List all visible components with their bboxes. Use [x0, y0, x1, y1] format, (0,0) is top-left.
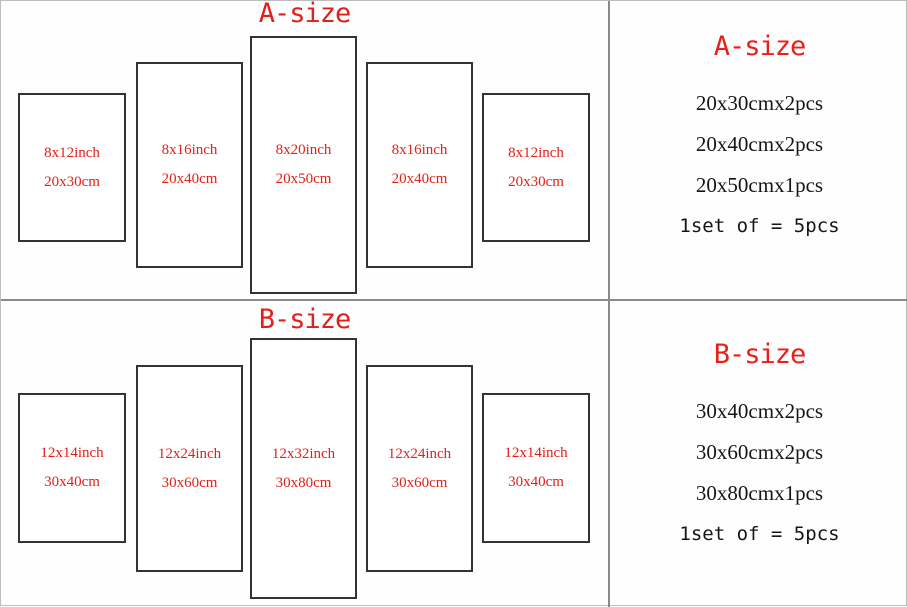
panel-size-line: 30x60cmx2pcs — [695, 440, 824, 464]
panel-b-size: B-size 30x40cmx2pcs 30x60cmx2pcs 30x80cmx1… — [610, 301, 907, 607]
panel-total-line: 1set of = 5pcs — [679, 523, 840, 545]
panel-size-line: 20x50cmx1pcs — [695, 173, 824, 197]
panel-size-line: 30x80cmx1pcs — [695, 481, 824, 505]
canvas-frame: 8x20inch 20x50cm — [250, 36, 357, 294]
section-a-title: A-size — [258, 0, 352, 29]
panel-size-line: 30x40cmx2pcs — [695, 399, 824, 423]
canvas-frame: 8x16inch 20x40cm — [366, 62, 473, 268]
frame-label-inch: 8x16inch — [391, 142, 448, 158]
frame-label-inch: 12x24inch — [157, 445, 222, 462]
canvas-frame: 8x12inch 20x30cm — [482, 93, 590, 242]
frame-label-cm: 30x40cm — [508, 474, 564, 490]
frame-label-cm: 30x60cm — [161, 474, 218, 491]
panel-size-line: 20x30cmx2pcs — [695, 91, 824, 115]
frame-label-cm: 30x40cm — [44, 474, 100, 490]
panel-a-lines: 20x30cmx2pcs 20x40cmx2pcs 20x50cmx1pcs 1set… — [610, 83, 907, 247]
panel-a-size: A-size 20x30cmx2pcs 20x40cmx2pcs 20x50cmx1… — [610, 1, 907, 299]
canvas-frame: 12x32inch 30x80cm — [250, 338, 357, 599]
frame-label-cm: 20x30cm — [508, 173, 564, 190]
frame-label-inch: 8x12inch — [44, 144, 100, 161]
section-a-size: A-size 8x12inch 20x30cm 8x16inch 20x40cm 8x2… — [1, 0, 608, 299]
panel-total-line: 1set of = 5pcs — [679, 215, 840, 237]
frame-label-inch: 12x14inch — [504, 445, 568, 461]
frame-label-inch: 12x32inch — [271, 445, 336, 462]
panel-b-lines: 30x40cmx2pcs 30x60cmx2pcs 30x80cmx1pcs 1set… — [610, 391, 907, 555]
frame-label-inch: 12x14inch — [40, 445, 104, 461]
frame-label-cm: 20x50cm — [275, 171, 332, 187]
panel-a-title: A-size — [713, 31, 807, 62]
frame-label-cm: 20x30cm — [44, 173, 100, 190]
frame-label-cm: 20x40cm — [391, 171, 448, 187]
canvas-frame: 8x12inch 20x30cm — [18, 93, 126, 242]
frame-label-inch: 8x16inch — [161, 142, 218, 158]
panel-b-title: B-size — [713, 339, 807, 370]
section-b-title: B-size — [258, 304, 352, 335]
vertical-divider — [608, 1, 610, 607]
horizontal-divider — [1, 299, 907, 301]
canvas-frame: 12x14inch 30x40cm — [482, 393, 590, 543]
canvas-frame: 12x14inch 30x40cm — [18, 393, 126, 543]
canvas-frame: 8x16inch 20x40cm — [136, 62, 243, 268]
canvas-frame: 12x24inch 30x60cm — [366, 365, 473, 572]
frame-label-inch: 8x20inch — [275, 142, 332, 158]
frame-label-cm: 30x60cm — [391, 474, 448, 491]
panel-size-line: 20x40cmx2pcs — [695, 132, 824, 156]
frame-label-inch: 12x24inch — [387, 445, 452, 462]
frame-label-cm: 30x80cm — [275, 474, 332, 491]
frame-label-cm: 20x40cm — [161, 171, 218, 187]
canvas-frame: 12x24inch 30x60cm — [136, 365, 243, 572]
frame-label-inch: 8x12inch — [508, 144, 564, 161]
